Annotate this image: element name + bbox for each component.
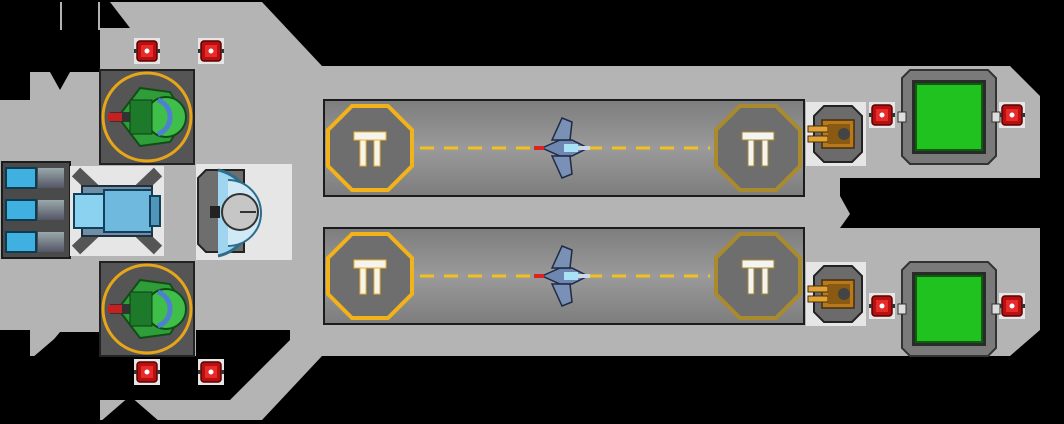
- red-node-icon[interactable]: [868, 101, 896, 129]
- red-node-icon[interactable]: [133, 37, 161, 65]
- thruster-engine-icon[interactable]: [1, 161, 164, 259]
- red-node-icon[interactable]: [868, 292, 896, 320]
- gold-cannon-icon[interactable]: [807, 105, 863, 163]
- red-node-icon[interactable]: [133, 358, 161, 386]
- landing-pad-icon: [326, 104, 414, 192]
- green-turret-icon[interactable]: [100, 70, 194, 164]
- hangar-bay-bottom[interactable]: [323, 227, 805, 325]
- power-core-icon[interactable]: [897, 261, 1001, 357]
- hangar-bay-top[interactable]: [323, 99, 805, 197]
- green-turret-icon[interactable]: [100, 262, 194, 356]
- red-node-icon[interactable]: [197, 358, 225, 386]
- landing-pad-icon: [714, 104, 802, 192]
- red-node-icon[interactable]: [197, 37, 225, 65]
- gold-cannon-icon[interactable]: [807, 265, 863, 323]
- red-node-icon[interactable]: [998, 101, 1026, 129]
- landing-pad-icon: [714, 232, 802, 320]
- landing-pad-icon: [326, 232, 414, 320]
- power-core-icon[interactable]: [897, 69, 1001, 165]
- shield-generator-icon[interactable]: [196, 164, 292, 260]
- red-node-icon[interactable]: [998, 292, 1026, 320]
